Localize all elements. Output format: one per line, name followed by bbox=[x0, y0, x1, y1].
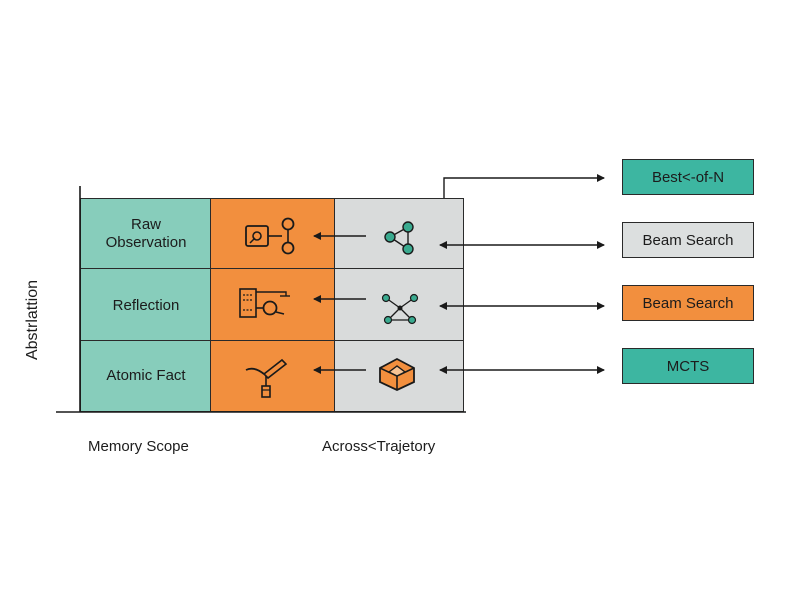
strategy-box-beam-search-gray: Beam Search bbox=[622, 222, 754, 258]
strategy-box-best-of-n: Best<-of-N bbox=[622, 159, 754, 195]
x-axis-label-memory-scope: Memory Scope bbox=[88, 438, 189, 455]
strategy-box-mcts: MCTS bbox=[622, 348, 754, 384]
row-label-line2: Observation bbox=[105, 234, 187, 251]
document-magnifier-icon bbox=[239, 288, 290, 318]
grid-cell-row2-orange bbox=[210, 268, 336, 342]
row-label-line1: Atomic Fact bbox=[106, 367, 186, 384]
node-graph-icon bbox=[384, 221, 414, 255]
x-axis-label-across-trajectory: Across<Trajetory bbox=[322, 438, 436, 455]
row-label-line1: Reflection bbox=[112, 297, 180, 314]
network-graph-icon bbox=[381, 293, 419, 325]
image-graph-icon bbox=[245, 217, 295, 255]
pen-sprout-icon bbox=[245, 358, 288, 398]
strategy-label: Best<-of-N bbox=[651, 168, 725, 186]
grid-cell-reflection bbox=[80, 268, 212, 342]
strategy-box-beam-search-orange: Beam Search bbox=[622, 285, 754, 321]
row-label-raw-observation: Raw Observation bbox=[80, 216, 212, 252]
strategy-label: MCTS bbox=[666, 357, 710, 375]
strategy-label: Beam Search bbox=[642, 231, 734, 249]
grid-cell-raw-observation bbox=[80, 198, 212, 270]
grid-cell-row3-orange bbox=[210, 340, 336, 412]
row-label-atomic-fact: Atomic Fact bbox=[80, 367, 212, 385]
row-label-reflection: Reflection bbox=[80, 297, 212, 315]
y-axis-label: Abstrlattion bbox=[24, 279, 41, 361]
connector-best-of-n bbox=[443, 174, 605, 198]
row-label-line1: Raw bbox=[130, 216, 161, 233]
cube-icon bbox=[379, 357, 415, 391]
strategy-label: Beam Search bbox=[642, 294, 734, 312]
